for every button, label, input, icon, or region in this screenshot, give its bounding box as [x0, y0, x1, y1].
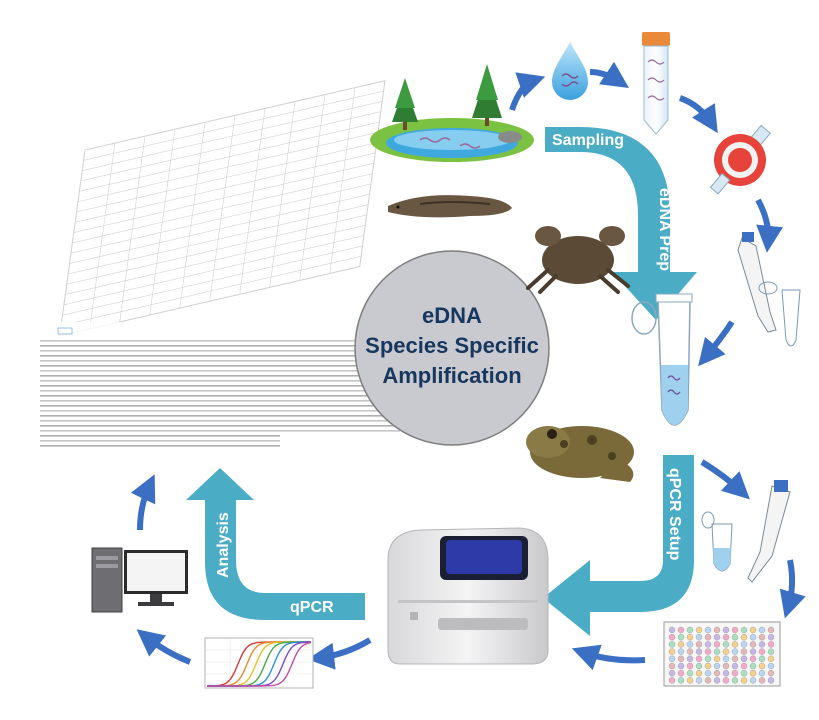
arrow-filter-to-pipette [755, 198, 784, 253]
microtube-large-icon [631, 293, 693, 426]
microtube-small-icon [758, 281, 801, 347]
band-sampling-edna-prep [545, 127, 697, 320]
arrow-pipette2-to-plate [779, 559, 806, 619]
pipette-setup-icon [747, 480, 791, 583]
arrow-pond-to-drop [509, 72, 546, 111]
arrow-tube-to-filter [678, 95, 718, 134]
small-arrows [130, 61, 806, 671]
label-sampling: Sampling [552, 132, 624, 149]
label-qpcr-setup: qPCR Setup [666, 468, 683, 561]
center-title-line-2: Species Specific [365, 333, 539, 358]
qpcr-machine-illustration [387, 527, 549, 665]
center-title-line-3: Amplification [382, 363, 521, 388]
arrow-plate-to-machine [571, 644, 646, 671]
arrow-pipette-to-microtube [698, 320, 735, 367]
loach-fish-illustration [388, 195, 512, 218]
label-edna-prep: eDNA Prep [656, 188, 673, 271]
spreadsheet-tilted [59, 80, 386, 337]
water-drop-icon [552, 42, 588, 100]
label-qpcr: qPCR [290, 599, 334, 616]
spreadsheet-flat [35, 322, 425, 452]
center-title-line-1: eDNA [422, 303, 482, 328]
arrow-frog-to-pipette2 [700, 459, 750, 500]
crab-illustration [526, 226, 630, 294]
band-qpcr-setup [543, 455, 694, 636]
band-qpcr-analysis [186, 468, 365, 620]
frog-illustration [526, 426, 634, 482]
arrow-machine-to-curves [307, 637, 372, 670]
center-circle: eDNA Species Specific Amplification [354, 250, 550, 446]
arrow-computer-to-sheet [130, 474, 156, 531]
pond-illustration [370, 64, 534, 162]
pipette-icon [737, 232, 777, 333]
syringe-filter-icon [709, 124, 772, 195]
tube-setup-icon [701, 511, 733, 572]
falcon-tube-icon [642, 32, 670, 135]
96-well-plate-icon [663, 621, 781, 687]
label-analysis: Analysis [215, 512, 232, 578]
amplification-curves-plot [204, 637, 314, 689]
arrow-curves-to-computer [136, 629, 192, 665]
computer-workstation-illustration [91, 547, 188, 613]
arrow-drop-to-tube [589, 61, 629, 88]
